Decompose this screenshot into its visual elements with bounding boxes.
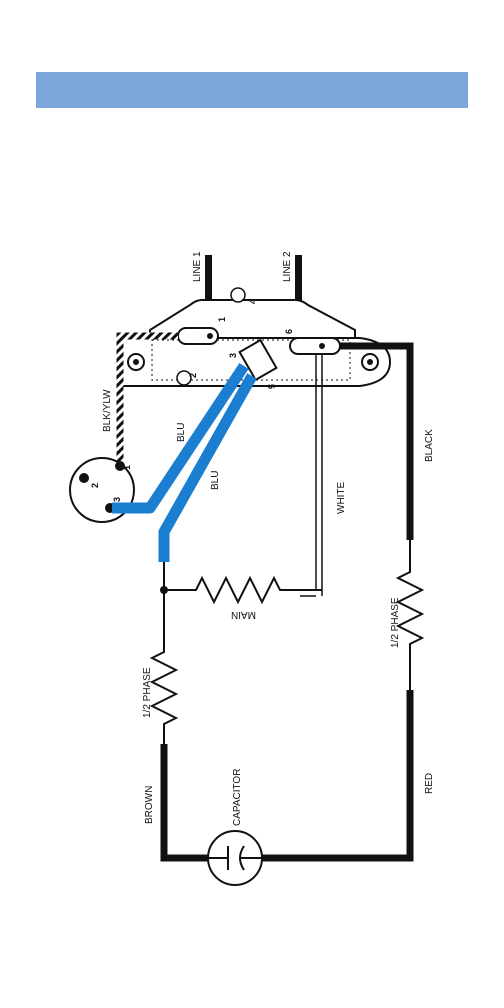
capacitor-label: CAPACITOR [232,769,243,826]
brown-label: BROWN [144,786,155,824]
blk-ylw-label: BLK/YLW [102,389,113,432]
line1-label: LINE 1 [192,251,203,282]
main-winding [164,578,322,602]
red-label: RED [424,773,435,794]
terminal-2-label: 2 [188,373,198,378]
white-wire [300,354,322,596]
half-phase-left-winding [152,640,176,744]
main-label: MAIN [231,609,256,620]
red-wire [262,690,410,858]
connector-pin-3-label: 3 [112,497,122,502]
terminal-6-label: 6 [284,329,294,334]
terminal-3-label: 3 [228,353,238,358]
pin-2 [79,473,89,483]
half-phase-right-label: 1/2 PHASE [390,597,401,648]
half-phase-left-label: 1/2 PHASE [142,667,153,718]
blu-lower-label: BLU [210,471,221,490]
blu-upper-label: BLU [176,423,187,442]
line2-label: LINE 2 [282,251,293,282]
terminal-4-label: 4 [248,299,258,304]
brown-wire [164,744,208,858]
black-label: BLACK [424,429,435,462]
white-label: WHITE [336,481,347,514]
half-phase-right-winding [398,540,422,690]
connector-pin-2-label: 2 [90,483,100,488]
terminal-5-label: 5 [266,384,276,389]
connector-pin-1-label: 1 [122,465,132,470]
terminal-6-lug [290,338,340,354]
capacitor-symbol [208,831,262,885]
terminal-1-label: 1 [217,317,227,322]
